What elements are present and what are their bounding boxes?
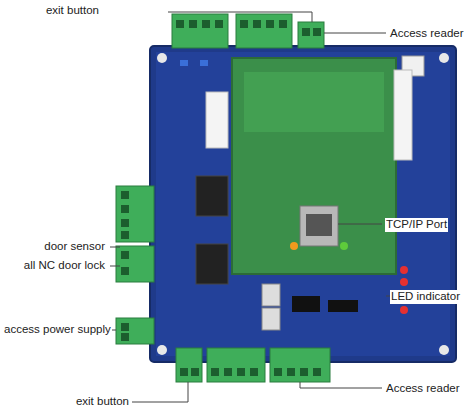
callout-label: all NC door lock bbox=[23, 259, 106, 273]
callout-label: Access reader bbox=[389, 27, 465, 41]
callout-label: TCP/IP Port bbox=[385, 218, 448, 232]
callout-label: exit button bbox=[75, 395, 130, 409]
callout-label: exit button bbox=[45, 4, 100, 18]
callout-label: Access reader bbox=[385, 382, 461, 396]
callout-label: access power supply bbox=[3, 323, 112, 337]
callout-label: door sensor bbox=[43, 240, 106, 254]
callout-label: LED indicator bbox=[390, 290, 461, 304]
